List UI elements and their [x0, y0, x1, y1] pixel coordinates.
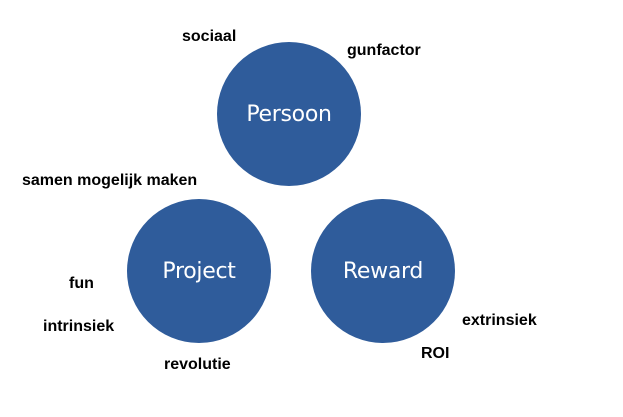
label-sociaal: sociaal	[182, 28, 237, 45]
persoon-label: Persoon	[246, 101, 332, 127]
label-revolutie: revolutie	[164, 356, 231, 373]
persoon-circle: Persoon	[217, 42, 361, 186]
label-gunfactor: gunfactor	[347, 42, 421, 59]
project-circle: Project	[127, 199, 271, 343]
label-roi: ROI	[421, 345, 450, 362]
label-fun: fun	[69, 275, 94, 292]
reward-label: Reward	[342, 258, 424, 284]
reward-circle: Reward	[311, 199, 455, 343]
label-intrinsiek: intrinsiek	[43, 318, 115, 335]
project-label: Project	[162, 258, 236, 284]
label-extrinsiek: extrinsiek	[462, 312, 537, 329]
label-samen-mogelijk-maken: samen mogelijk maken	[22, 172, 198, 189]
